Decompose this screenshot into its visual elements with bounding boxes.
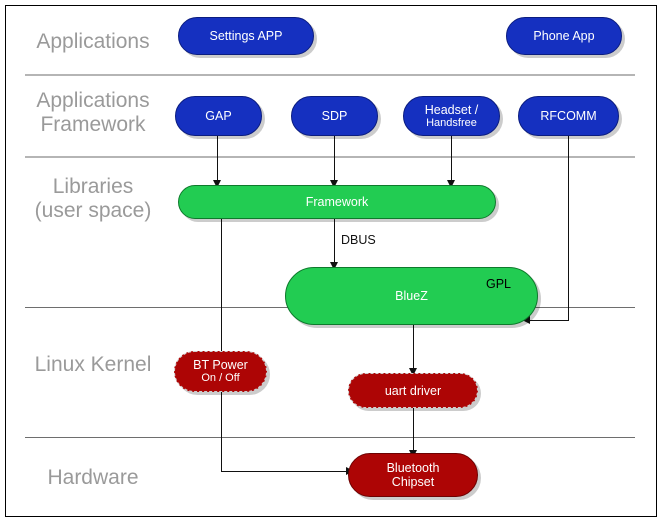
edge-framework-power-hline	[221, 471, 348, 472]
edge-gap-to-framework-line	[217, 136, 218, 184]
edge-rfcomm-to-bluez-vline	[568, 136, 569, 320]
edge-rfcomm-to-bluez-arrow	[522, 316, 530, 324]
node-headset-handsfree[interactable]: Headset / Handsfree	[403, 96, 500, 136]
edge-framework-power-vline	[221, 219, 222, 472]
node-framework[interactable]: Framework	[178, 185, 496, 219]
node-settings-app-label: Settings APP	[209, 29, 283, 43]
divider-applications	[25, 74, 635, 76]
node-bluez-label: BlueZ	[395, 289, 428, 303]
node-bluetooth-chipset-label-line2: Chipset	[391, 475, 435, 489]
layer-label-applications: Applications	[36, 30, 150, 53]
edge-uart-to-chipset-line	[413, 407, 414, 455]
node-framework-label: Framework	[305, 195, 369, 209]
edge-sdp-to-framework-line	[334, 136, 335, 184]
node-headset-handsfree-label-line2: Handsfree	[426, 116, 477, 129]
node-gap-label: GAP	[205, 109, 232, 123]
node-uart-driver[interactable]: uart driver	[348, 373, 478, 408]
edge-headset-to-framework-arrow	[447, 180, 455, 188]
layer-label-hardware: Hardware	[47, 466, 139, 489]
edge-bluez-to-uart-arrow	[409, 368, 417, 376]
edge-bluez-to-uart-line	[413, 325, 414, 373]
node-bt-power[interactable]: BT Power On / Off	[174, 351, 267, 392]
node-phone-app[interactable]: Phone App	[506, 17, 622, 55]
edge-rfcomm-to-bluez-hline	[527, 320, 569, 321]
node-settings-app[interactable]: Settings APP	[178, 17, 314, 55]
node-bluez[interactable]: BlueZ GPL	[285, 267, 538, 325]
edge-label-dbus: DBUS	[341, 233, 376, 247]
node-bluez-gpl-tag: GPL	[485, 277, 511, 291]
node-rfcomm-label: RFCOMM	[540, 109, 597, 123]
node-phone-app-label: Phone App	[533, 29, 595, 43]
layer-label-applications-framework: Applications Framework	[36, 89, 150, 136]
divider-linux-kernel	[25, 437, 635, 438]
node-bluetooth-chipset-label-line1: Bluetooth	[386, 461, 440, 475]
node-bt-power-label-line1: BT Power	[193, 358, 248, 373]
node-headset-handsfree-label-line1: Headset /	[424, 102, 479, 117]
node-sdp[interactable]: SDP	[291, 96, 378, 136]
node-rfcomm[interactable]: RFCOMM	[518, 96, 619, 136]
diagram-frame	[5, 5, 657, 517]
node-uart-driver-label: uart driver	[384, 383, 442, 398]
edge-framework-to-bluez-line	[334, 219, 335, 267]
node-gap[interactable]: GAP	[175, 96, 262, 136]
layer-label-libraries: Libraries (user space)	[34, 175, 152, 222]
divider-applications-framework	[25, 156, 635, 158]
edge-headset-to-framework-line	[451, 136, 452, 184]
layer-label-linux-kernel: Linux Kernel	[34, 353, 152, 376]
edge-sdp-to-framework-arrow	[330, 180, 338, 188]
node-bluetooth-chipset[interactable]: Bluetooth Chipset	[348, 453, 478, 497]
edge-framework-to-bluez-arrow	[330, 262, 338, 270]
node-sdp-label: SDP	[321, 109, 348, 123]
edge-gap-to-framework-arrow	[213, 180, 221, 188]
node-bt-power-label-line2: On / Off	[201, 372, 240, 385]
